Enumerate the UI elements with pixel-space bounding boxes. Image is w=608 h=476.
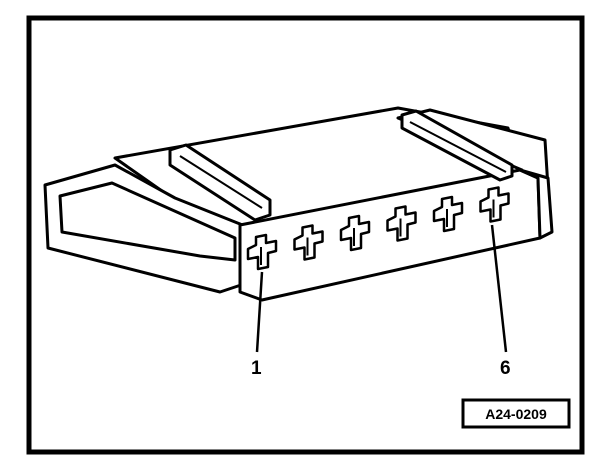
rib-right-inner: [409, 121, 507, 173]
housing-ribs: [168, 109, 514, 222]
left-flange-slot: [58, 181, 237, 262]
callout-1-label: 1: [251, 358, 262, 379]
diagram-frame: [26, 15, 585, 455]
pin-cavities: [246, 186, 510, 271]
connector-housing: [43, 106, 554, 302]
rib-left-inner: [179, 155, 263, 209]
callout-6-leader: [490, 224, 508, 353]
callout-1-leader: [255, 271, 264, 353]
reference-code: A24-0209: [485, 406, 547, 422]
callout-6-label: 6: [500, 358, 511, 379]
housing-right-cap: [518, 168, 554, 240]
reference-box: [461, 398, 571, 429]
